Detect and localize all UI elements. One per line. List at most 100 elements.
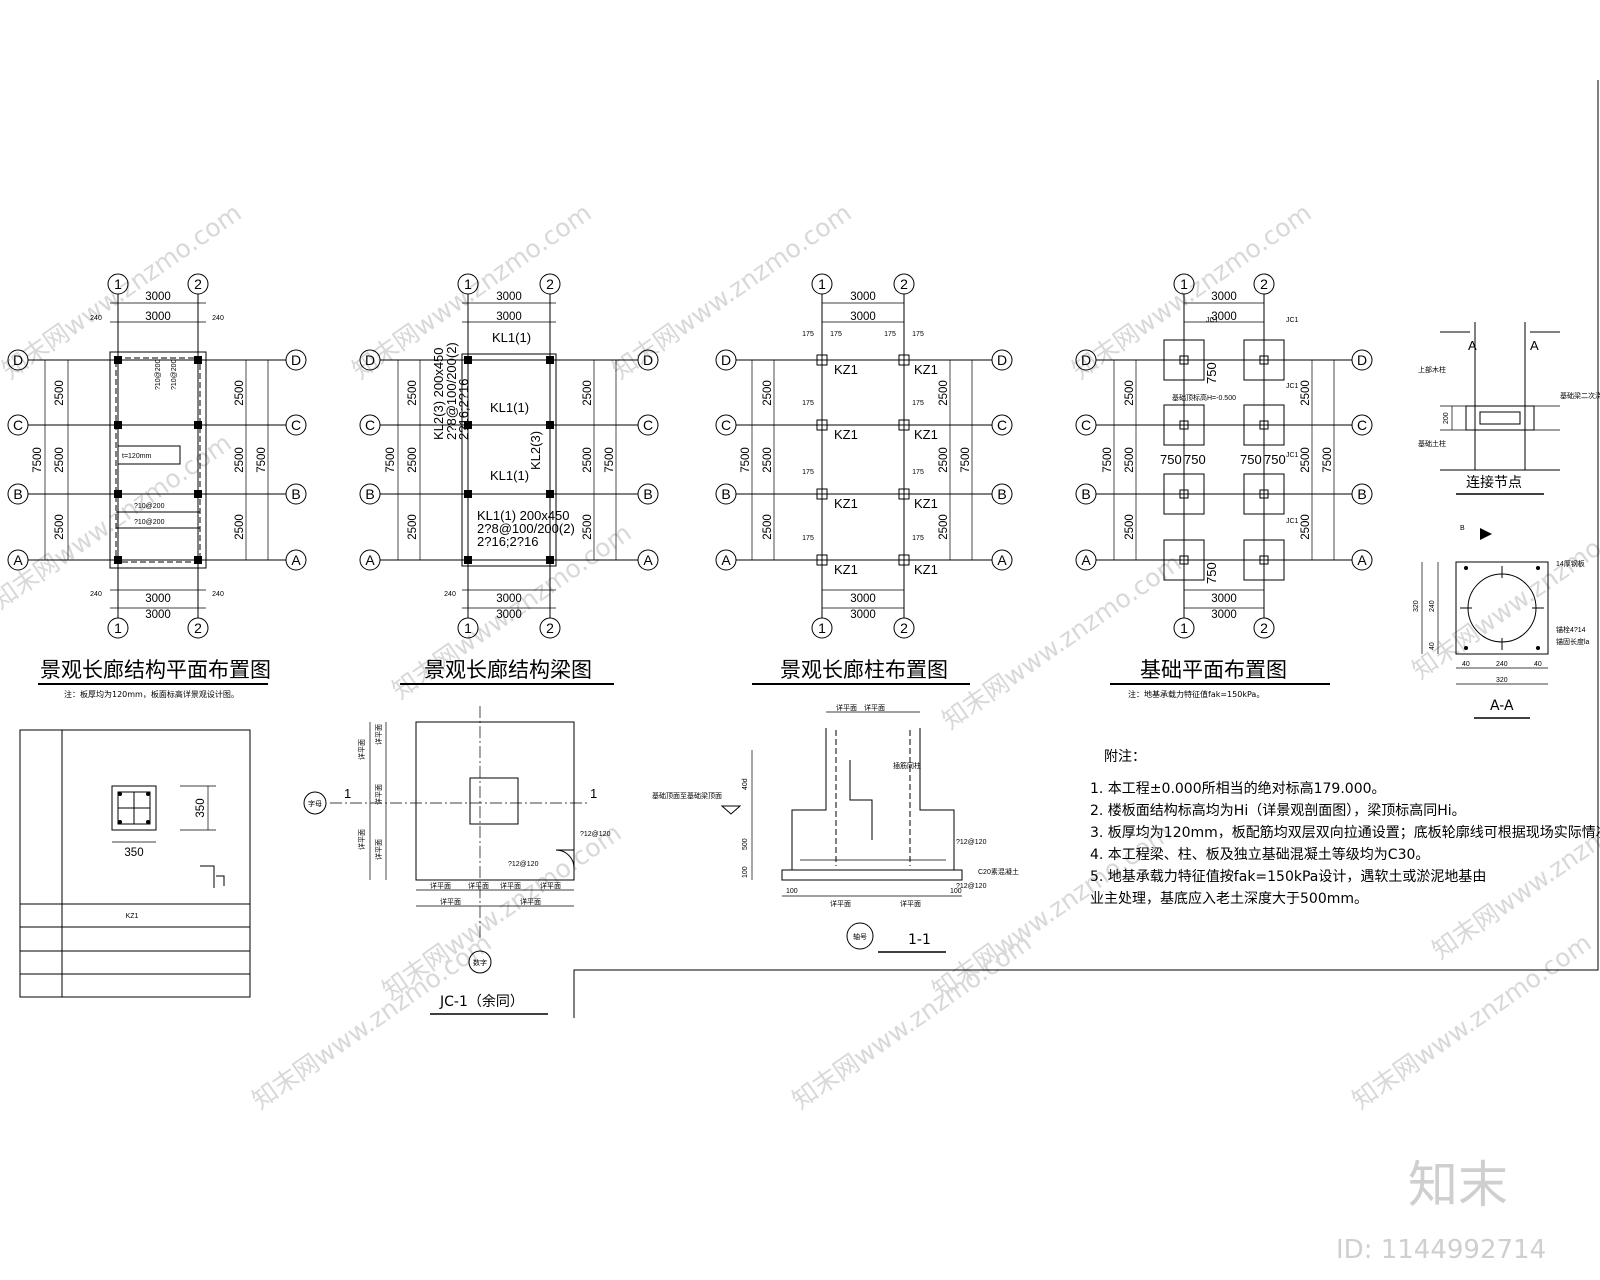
- node-label: B: [1460, 525, 1465, 532]
- note-item: 3. 板厚均为120mm，板配筋均双层双向拉通设置；底板轮廓线可根据现场实际情况…: [1090, 824, 1600, 841]
- note-item: 2. 楼板面结构标高均为Hi（详景观剖面图），梁顶标高同Hi。: [1090, 802, 1466, 819]
- axis-label-C: C: [13, 417, 23, 433]
- section-title: 1-1: [908, 932, 931, 948]
- node-label: 锚栓4?14: [1556, 625, 1586, 634]
- axis-label-D: D: [721, 352, 731, 368]
- notes-heading: 附注：: [1104, 749, 1146, 765]
- axis-label-1: 1: [114, 276, 122, 292]
- axis-label-1: 1: [818, 620, 826, 636]
- axis-label-A: A: [291, 552, 301, 568]
- axis-label-C: C: [721, 417, 731, 433]
- node-label: 14厚钢板: [1556, 559, 1585, 568]
- axis-label-A: A: [643, 552, 653, 568]
- axis-label-A: A: [13, 552, 23, 568]
- dim-length: 7500: [32, 447, 44, 473]
- dim-length: 7500: [604, 447, 616, 473]
- dim-plate: 320: [1413, 600, 1420, 612]
- beam-label: 2?8@100/200(2): [477, 521, 575, 536]
- beam-label: KL1(1): [490, 468, 529, 483]
- dim-width: 3000: [145, 291, 171, 303]
- plan-column-layout: 1 2 1 2 D C B A D C B A KZ1 KZ1 KZ1 KZ1 …: [715, 273, 1013, 685]
- dim-edge: 240: [90, 591, 102, 598]
- dim-bay: 2500: [938, 514, 950, 540]
- dim-offset: 175: [884, 331, 896, 338]
- beam-label: 2?16;2?16: [456, 379, 471, 440]
- plan-title: 景观长廊结构平面布置图: [40, 658, 271, 682]
- watermark-text: 知末网www.znzmo.com: [247, 928, 497, 1115]
- dim-bay: 2500: [234, 447, 246, 473]
- axis-label-D: D: [365, 352, 375, 368]
- note-item: 4. 本工程梁、柱、板及独立基础混凝土等级均为C30。: [1090, 846, 1429, 863]
- dim-bay: 2500: [582, 447, 594, 473]
- dim-offset: 175: [912, 400, 924, 407]
- axis-label-B: B: [365, 486, 374, 502]
- rebar-label: ?10@200: [171, 359, 178, 390]
- node-label: 基础土柱: [1418, 439, 1446, 448]
- axis-letter: 字母: [308, 799, 322, 808]
- dim-bay: 2500: [407, 447, 419, 473]
- dim-column: 350: [124, 847, 143, 859]
- section-label: 基础顶面至基础梁顶面: [652, 791, 722, 800]
- dim-plate: 240: [1496, 661, 1508, 668]
- axis-label-C: C: [291, 417, 301, 433]
- dim-bay: 2500: [54, 447, 66, 473]
- section-mark: A: [1530, 338, 1539, 353]
- dim-bay: 2500: [54, 514, 66, 540]
- plan-title: 景观长廊柱布置图: [780, 658, 948, 682]
- dim-offset: 175: [912, 331, 924, 338]
- plan-note: 注：板厚均为120mm，板面标高详景观设计图。: [64, 689, 239, 699]
- beam-label: KL1(1): [490, 400, 529, 415]
- dim-height: 40d: [742, 778, 749, 790]
- dim-width: 3000: [850, 609, 876, 621]
- axis-label-A: A: [365, 552, 375, 568]
- column-section-table: 350 350 KZ1: [19, 729, 251, 998]
- watermark-text: 知末网www.znzmo.com: [1347, 928, 1597, 1115]
- axis-label-1: 1: [464, 276, 472, 292]
- axis-label-2: 2: [1260, 620, 1268, 636]
- dim-footing: 750: [1264, 452, 1286, 467]
- dim-length: 7500: [385, 447, 397, 473]
- dim-width: 3000: [1211, 311, 1237, 323]
- column-label: KZ1: [914, 496, 938, 511]
- dim-side: 详平面: [440, 897, 461, 906]
- dim-width: 3000: [850, 311, 876, 323]
- axis-label-C: C: [997, 417, 1007, 433]
- dim-width: 3000: [1211, 609, 1237, 621]
- note-item: 5. 地基承载力特征值按fak=150kPa设计，遇软土或淤泥地基由: [1090, 868, 1486, 885]
- dim-width: 3000: [496, 593, 522, 605]
- dim-side: 详平面: [357, 739, 366, 760]
- dim-edge: 240: [212, 591, 224, 598]
- footing-detail-plan: 字母 数字 1 1 ?12@120 ?12@120 详平面 详平面 详平面 详平…: [303, 706, 611, 1015]
- dim-footing: 750: [1204, 562, 1219, 584]
- general-notes: 附注： 1. 本工程±0.000所相当的绝对标高179.000。 2. 楼板面结…: [1090, 749, 1600, 907]
- dim-bay: 2500: [938, 447, 950, 473]
- dim-plate: 40: [1462, 661, 1470, 668]
- plan-foundation-layout: 1 2 1 2 D C B A D C B A JC1 JC1 JC1 JC1 …: [1075, 273, 1373, 699]
- dim-length: 7500: [1102, 447, 1114, 473]
- dim-offset: 100: [786, 888, 798, 895]
- footing-label: JC1: [1286, 383, 1299, 390]
- beam-label: KL1(1) 200x450: [477, 508, 570, 523]
- axis-label-2: 2: [900, 620, 908, 636]
- axis-label-C: C: [365, 417, 375, 433]
- brand-watermark: 知末: [1408, 1156, 1508, 1214]
- note-item: 业主处理，基底应入老土深度大于500mm。: [1090, 890, 1368, 907]
- column-label: KZ1: [834, 362, 858, 377]
- axis-label-D: D: [1081, 352, 1091, 368]
- dim-plate: 40: [1429, 642, 1436, 650]
- axis-label-2: 2: [900, 276, 908, 292]
- dim-width: 3000: [850, 593, 876, 605]
- dim-edge: 240: [444, 591, 456, 598]
- dim-width: 3000: [850, 291, 876, 303]
- dim-bay: 2500: [407, 514, 419, 540]
- axis-label-B: B: [997, 486, 1006, 502]
- section-label: 插筋同柱: [893, 761, 921, 770]
- axis-label-B: B: [1081, 486, 1090, 502]
- node-title: 连接节点: [1466, 474, 1522, 491]
- connection-node-detail: A A 200 上部木柱 基础梁二次浇注 基础土柱 连接节点 B 14厚钢板 锚…: [1413, 322, 1600, 719]
- dim-side: 详平面: [864, 703, 885, 712]
- footing-label: JC1: [1286, 518, 1299, 525]
- dim-offset: 175: [802, 535, 814, 542]
- plan-note: 注：地基承载力特征值fak=150kPa。: [1128, 689, 1264, 699]
- watermark-text: 知末网www.znzmo.com: [1407, 498, 1600, 685]
